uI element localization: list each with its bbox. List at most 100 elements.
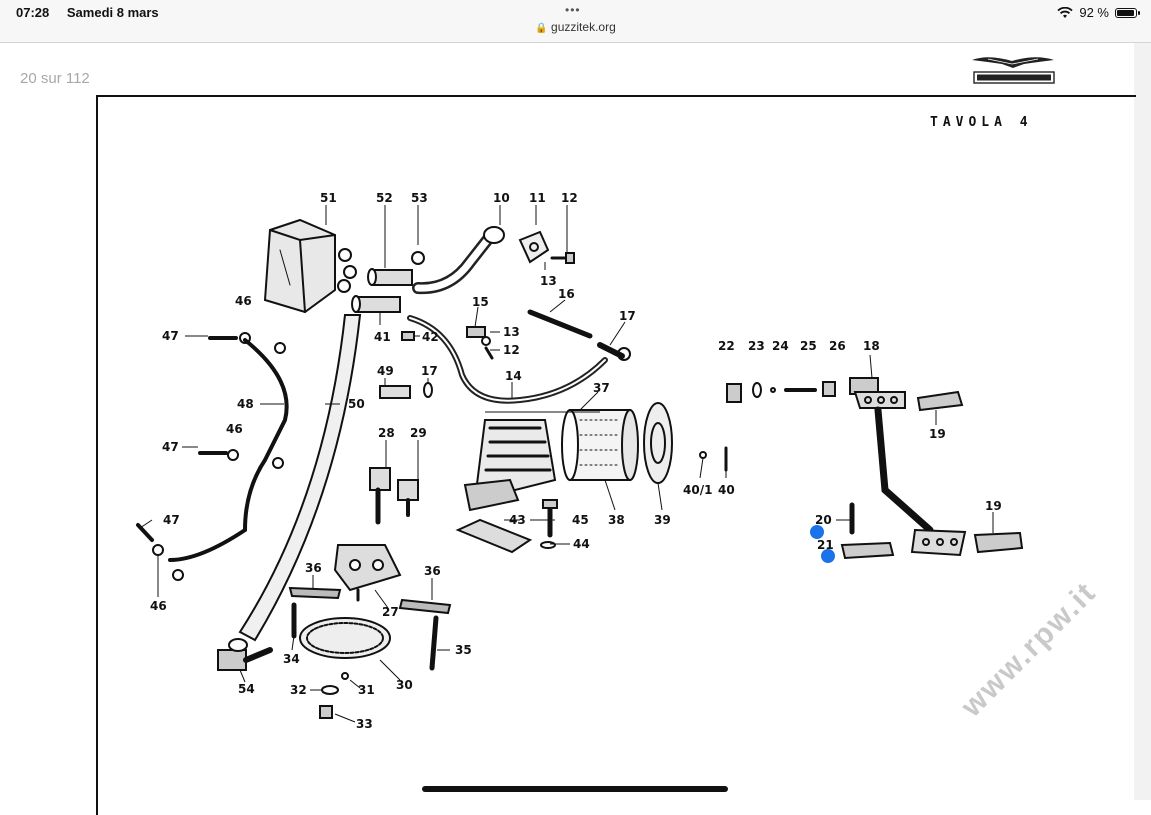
callout-38: 38: [608, 513, 625, 527]
callout-40: 40: [718, 483, 735, 497]
selection-handle-start[interactable]: [810, 525, 824, 539]
callout-22: 22: [718, 339, 735, 353]
part-16-union: [527, 309, 593, 339]
part-49-union: [379, 385, 411, 399]
part-37-pump-body: [463, 419, 557, 512]
battery-icon: [1115, 7, 1140, 18]
callout-24: 24: [772, 339, 789, 353]
part-27-pump: [333, 544, 402, 602]
callout-32: 32: [290, 683, 307, 697]
status-time: 07:28: [16, 5, 50, 20]
part-44-ring: [540, 541, 556, 549]
part-21-plate: [840, 541, 895, 560]
callout-36: 36: [305, 561, 322, 575]
callout-46: 46: [226, 422, 243, 436]
callout-17: 17: [421, 364, 438, 378]
callout-15: 15: [472, 295, 489, 309]
callout-51: 51: [320, 191, 337, 205]
status-date: Samedi 8 mars: [66, 5, 159, 20]
page-edge: [1134, 43, 1151, 800]
callout-23: 23: [748, 339, 765, 353]
callout-41: 41: [374, 330, 391, 344]
part-39-cover: [643, 402, 673, 484]
page-counter: 20 sur 112: [20, 70, 90, 87]
callout-19: 19: [985, 499, 1002, 513]
part-32-washer: [321, 685, 339, 695]
home-indicator[interactable]: [422, 786, 728, 792]
part-33-nut: [319, 705, 333, 719]
callout-30: 30: [396, 678, 413, 692]
callout-11: 11: [529, 191, 546, 205]
callout-39: 39: [654, 513, 671, 527]
callout-47: 47: [162, 440, 179, 454]
callout-12: 12: [561, 191, 578, 205]
part-19-pad: [916, 390, 964, 412]
status-right: 92 %: [1057, 5, 1140, 20]
wifi-icon: [1057, 6, 1073, 18]
callout-54: 54: [238, 682, 255, 696]
callout-36: 36: [424, 564, 441, 578]
part-30-gear: [299, 617, 391, 659]
callout-44: 44: [573, 537, 590, 551]
part-23-washer: [752, 382, 762, 398]
callout-14: 14: [505, 369, 522, 383]
selection-handle-end[interactable]: [821, 549, 835, 563]
callout-42: 42: [422, 330, 439, 344]
callout-33: 33: [356, 717, 373, 731]
part-48-pipe: [168, 338, 289, 562]
callout-10: 10: [493, 191, 510, 205]
part-26-screw: [822, 381, 836, 397]
callout-17: 17: [619, 309, 636, 323]
callout-47: 47: [163, 513, 180, 527]
callout-31: 31: [358, 683, 375, 697]
part-36-plate: [288, 586, 342, 600]
toolbar-divider: [0, 42, 1151, 43]
part-43-gasket: [455, 518, 533, 554]
part-54-bracket: [217, 638, 273, 671]
callout-52: 52: [376, 191, 393, 205]
url-bar[interactable]: 🔒 guzzitek.org: [0, 20, 1151, 34]
callout-19: 19: [929, 427, 946, 441]
part-50-tube: [238, 314, 362, 642]
technical-sheet: [96, 95, 1136, 815]
callout-53: 53: [411, 191, 428, 205]
lock-icon: 🔒: [535, 23, 548, 34]
status-bar: 07:28 Samedi 8 mars ••• 🔒 guzzitek.org 9…: [0, 0, 1151, 42]
part-31-key: [341, 672, 349, 680]
part-18-lever: [849, 377, 967, 557]
part-46-washer: [239, 332, 251, 344]
part-53-clamp: [411, 251, 425, 265]
callout-50: 50: [348, 397, 365, 411]
sheet-title: TAVOLA 4: [930, 115, 1033, 130]
callout-46: 46: [235, 294, 252, 308]
callout-13: 13: [503, 325, 520, 339]
callout-25: 25: [800, 339, 817, 353]
battery-percent: 92 %: [1079, 5, 1109, 20]
part-28-gear: [369, 467, 391, 491]
callout-27: 27: [382, 605, 399, 619]
part-51-housing: [263, 218, 357, 314]
part-35-bolt: [429, 615, 439, 671]
callout-34: 34: [283, 652, 300, 666]
callout-21: 21: [817, 538, 834, 552]
callout-20: 20: [815, 513, 832, 527]
part-29-gear: [397, 479, 419, 501]
callout-47: 47: [162, 329, 179, 343]
part-42-clip: [401, 331, 415, 341]
eagle-icon: [972, 57, 1055, 84]
callout-26: 26: [829, 339, 846, 353]
moto-guzzi-logo: [968, 52, 1058, 86]
callout-49: 49: [377, 364, 394, 378]
part-38-filter: [561, 409, 639, 481]
callout-28: 28: [378, 426, 395, 440]
part-52-sleeves: [351, 268, 413, 313]
tab-menu-dots[interactable]: •••: [565, 3, 581, 17]
callout-16: 16: [558, 287, 575, 301]
callout-35: 35: [455, 643, 472, 657]
callout-13: 13: [540, 274, 557, 288]
callout-48: 48: [237, 397, 254, 411]
callout-29: 29: [410, 426, 427, 440]
callout-45: 45: [572, 513, 589, 527]
callout-37: 37: [593, 381, 610, 395]
